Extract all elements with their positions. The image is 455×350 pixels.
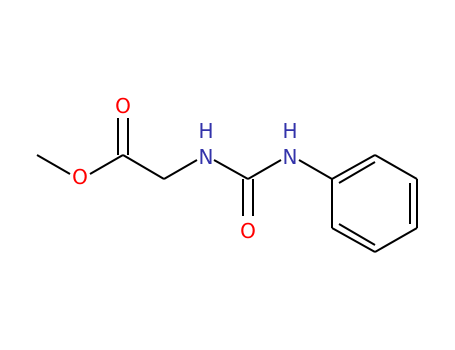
bond-nh-urea-c bbox=[213, 159, 249, 180]
amide-right-h-label: H bbox=[282, 119, 297, 143]
bond-urea-c-nh bbox=[247, 159, 282, 180]
ring-bond-5 bbox=[331, 227, 376, 253]
ring-bond-1-inner bbox=[338, 161, 376, 184]
atom-labels: O O H N O H N bbox=[72, 94, 297, 243]
amide-left-n-label: N bbox=[199, 145, 214, 169]
ring-bond-2 bbox=[374, 154, 418, 180]
bond-ester-o-carbonyl-c bbox=[89, 154, 124, 175]
ester-oxygen-label: O bbox=[72, 165, 88, 189]
bond-carbonyl-c-ch2 bbox=[122, 154, 165, 180]
bond-nh-phenyl bbox=[298, 159, 333, 180]
ring-bond-1 bbox=[331, 154, 376, 180]
bond-ch2-nh bbox=[163, 159, 198, 180]
bonds bbox=[36, 118, 418, 253]
ester-carbonyl-oxygen-label: O bbox=[115, 94, 131, 118]
ring-bond-4 bbox=[374, 227, 418, 253]
amide-right-n-label: N bbox=[283, 145, 298, 169]
urea-carbonyl-oxygen-label: O bbox=[240, 219, 256, 243]
amide-left-h-label: H bbox=[198, 119, 213, 143]
ring-bond-5-inner bbox=[338, 223, 376, 246]
bond-methyl-ester-o bbox=[36, 154, 71, 175]
